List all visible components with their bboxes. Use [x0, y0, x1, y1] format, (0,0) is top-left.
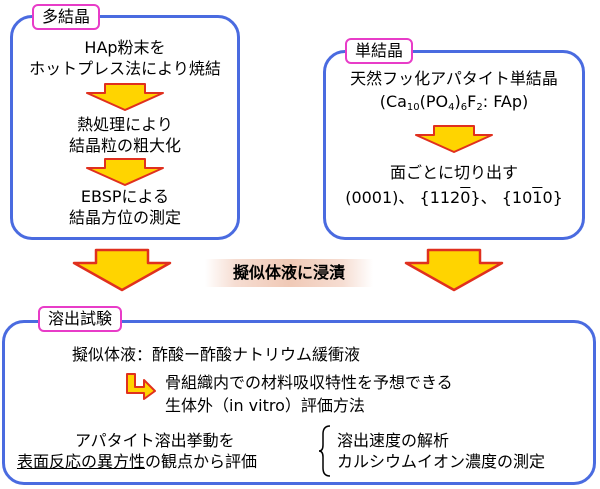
evaluation-line2: 表面反応の異方性の観点から評価	[17, 452, 258, 471]
big-down-arrow-right-icon	[404, 248, 504, 292]
anisotropy-underlined: 表面反応の異方性	[17, 452, 146, 471]
dissolution-test-box	[2, 320, 596, 485]
evaluation-line1: アパタイト溶出挙動を	[75, 431, 235, 450]
down-arrow-icon	[86, 158, 164, 186]
polycrystal-box	[10, 15, 240, 240]
predict-line1: 骨組織内での材料吸収特性を予想できる	[165, 373, 453, 392]
down-arrow-icon	[415, 125, 493, 153]
dissolution-test-tag: 溶出試験	[38, 306, 123, 332]
immersion-banner: 擬似体液に浸漬	[205, 259, 373, 287]
poly-step2-line1: 熱処理により	[77, 115, 173, 134]
poly-step2-line2: 結晶粒の粗大化	[68, 136, 181, 155]
single-crystal-name: 天然フッ化アパタイト単結晶	[350, 69, 558, 88]
predict-line2: 生体外（in vitro）評価方法	[165, 396, 365, 415]
crystal-planes: (0001)、 {1120}、 {1010}	[345, 188, 563, 207]
down-arrow-icon	[86, 83, 164, 111]
method-dissolution-rate: 溶出速度の解析	[337, 431, 450, 450]
poly-step3-line2: 結晶方位の測定	[68, 208, 181, 227]
big-down-arrow-left-icon	[72, 248, 172, 292]
single-crystal-formula: (Ca10(PO4)6F2: FAp)	[379, 92, 529, 113]
cut-out-line: 面ごとに切り出す	[389, 163, 518, 182]
method-calcium-concentration: カルシウムイオン濃度の測定	[337, 452, 546, 471]
poly-step1-line2: ホットプレス法により焼結	[29, 59, 221, 78]
single-crystal-tag: 単結晶	[345, 38, 414, 64]
poly-step3-line1: EBSPによる	[80, 187, 170, 206]
poly-step1-line1: HAp粉末を	[84, 38, 166, 57]
curly-brace-icon	[318, 425, 331, 477]
bent-arrow-icon	[126, 373, 156, 400]
simulated-body-fluid: 擬似体液：酢酸ー酢酸ナトリウム緩衝液	[72, 345, 361, 364]
polycrystal-tag: 多結晶	[32, 4, 101, 30]
